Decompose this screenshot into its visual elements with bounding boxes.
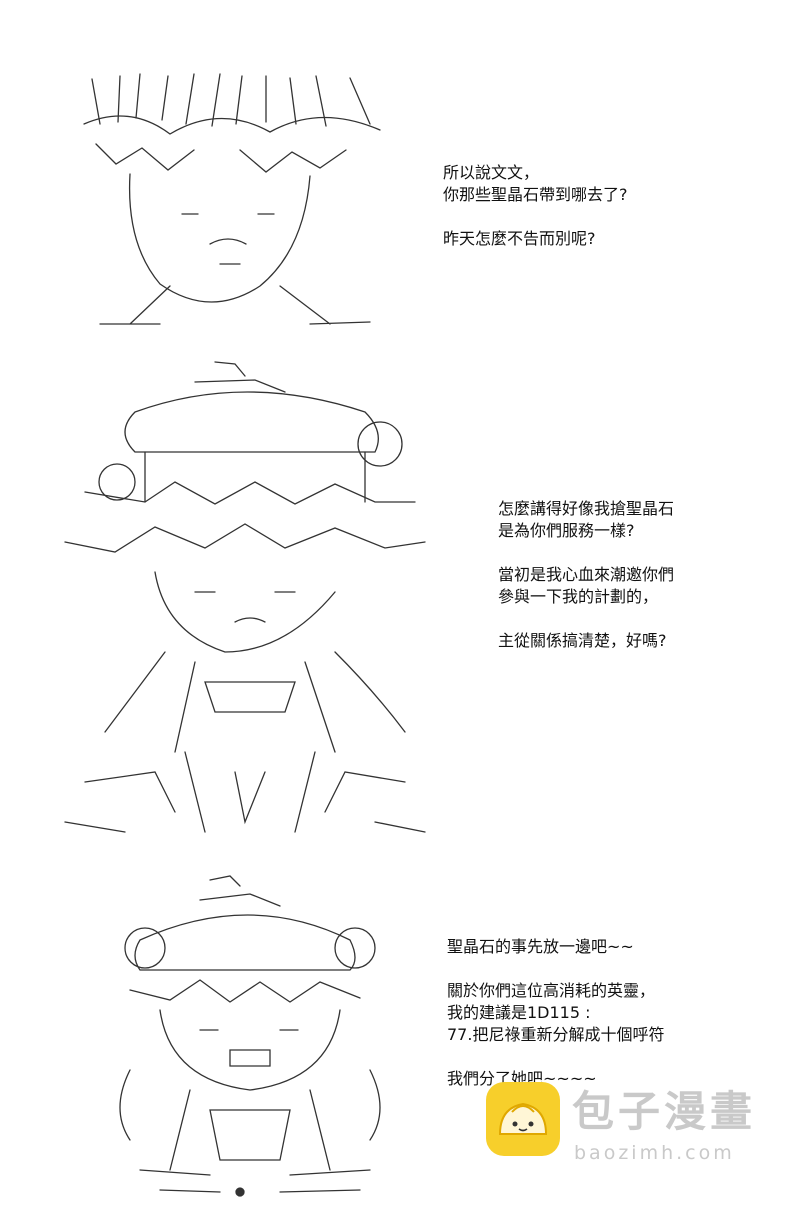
baozi-bun-logo-icon bbox=[486, 1082, 560, 1156]
watermark-url: baozimh.com bbox=[574, 1142, 735, 1164]
dialog-line: 昨天怎麼不告而別呢? bbox=[443, 229, 596, 248]
watermark: 包子漫畫 baozimh.com bbox=[486, 1082, 786, 1178]
dialog-line: 怎麼講得好像我搶聖晶石 bbox=[498, 499, 675, 518]
ascii-art-character-with-hat-icon bbox=[45, 328, 445, 876]
dialog-line: 我們分了她吧~~~~ bbox=[447, 1069, 597, 1088]
dialog-2: 怎麼講得好像我搶聖晶石是為你們服務一樣? 當初是我心血來潮邀你們參與一下我的計劃… bbox=[498, 498, 674, 652]
dialog-line: 關於你們這位高消耗的英靈， bbox=[447, 981, 656, 1000]
dialog-line: 77.把尼祿重新分解成十個呼符 bbox=[447, 1025, 665, 1044]
watermark-title: 包子漫畫 bbox=[572, 1087, 757, 1136]
dialog-line: 當初是我心血來潮邀你們 bbox=[498, 565, 675, 584]
ascii-art-character-face-icon bbox=[70, 40, 390, 353]
dialog-line: 是為你們服務一樣? bbox=[498, 521, 635, 540]
panel-2: 怎麼講得好像我搶聖晶石是為你們服務一樣? 當初是我心血來潮邀你們參與一下我的計劃… bbox=[0, 320, 800, 833]
dialog-line: 參與一下我的計劃的， bbox=[498, 587, 659, 606]
dialog-line: 我的建議是1D115 : bbox=[447, 1003, 591, 1022]
dialog-3: 聖晶石的事先放一邊吧~~ 關於你們這位高消耗的英靈， 我的建議是1D115 : 77… bbox=[447, 936, 664, 1090]
panel-3: 聖晶石的事先放一邊吧~~ 關於你們這位高消耗的英靈， 我的建議是1D115 : 77… bbox=[0, 840, 800, 1197]
dialog-line: 主從關係搞清楚，好嗎? bbox=[498, 631, 667, 650]
dialog-line: 聖晶石的事先放一邊吧~~ bbox=[447, 937, 634, 956]
dialog-line: 所以說文文， bbox=[443, 163, 540, 182]
dialog-1: 所以說文文， 你那些聖晶石帶到哪去了? 昨天怎麼不告而別呢? bbox=[443, 162, 628, 250]
dialog-line: 你那些聖晶石帶到哪去了? bbox=[443, 185, 628, 204]
ascii-art-chibi-character-icon bbox=[100, 846, 400, 1224]
panel-1: 所以說文文， 你那些聖晶石帶到哪去了? 昨天怎麼不告而別呢? bbox=[0, 0, 800, 325]
